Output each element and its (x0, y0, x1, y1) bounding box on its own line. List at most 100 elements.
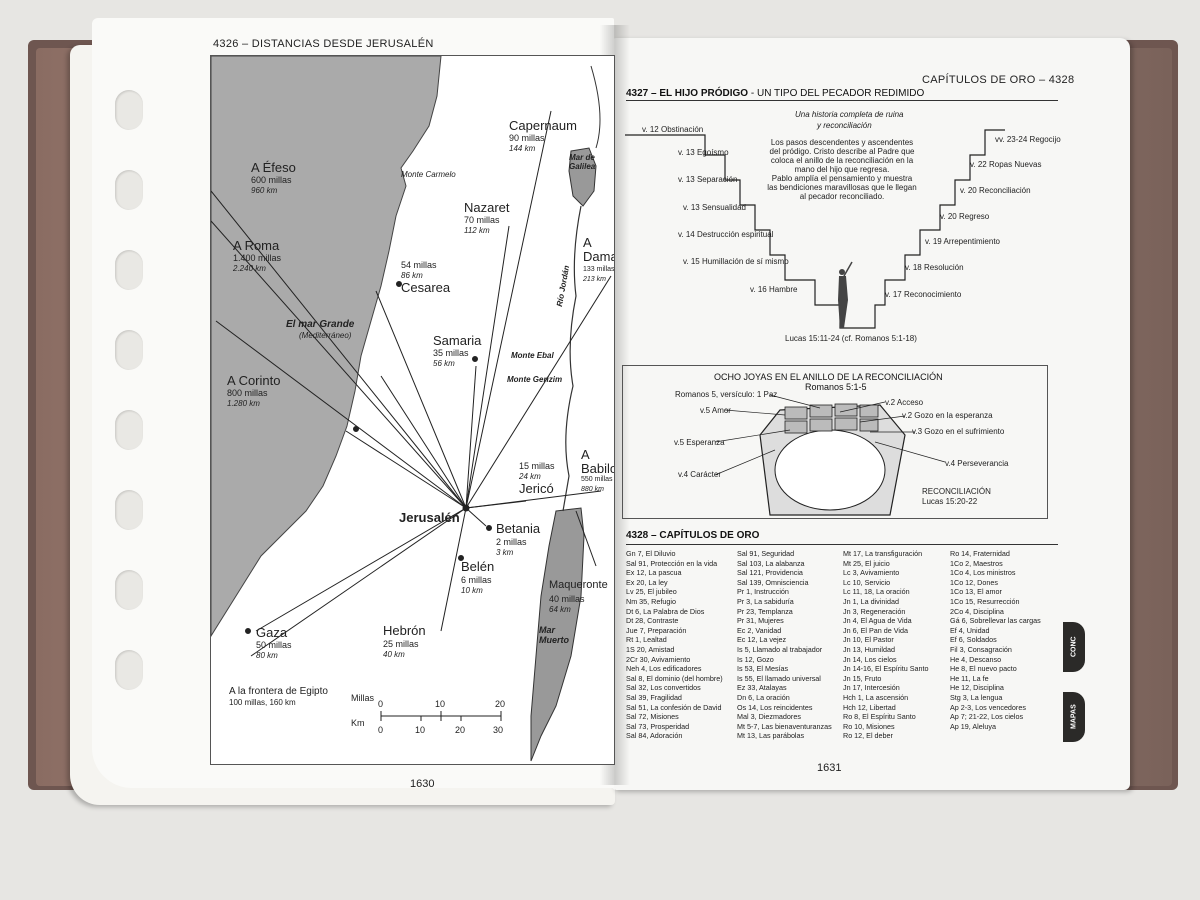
prodigal-desc-line: Los pasos descendentes y ascendentes (770, 138, 914, 147)
thumb-index-tab[interactable] (115, 490, 143, 530)
scale-tick: 20 (455, 725, 466, 735)
prodigal-staircase (625, 129, 1005, 329)
city-jerusalen: Jerusalén (399, 510, 460, 525)
thumb-index-tab[interactable] (115, 650, 143, 690)
scale-tick: 10 (435, 699, 446, 709)
golden-chapter-entry: Gn 7, El Diluvio (626, 549, 676, 558)
golden-chapter-entry: Sal 139, Omnisciencia (737, 577, 809, 587)
city-gaza-miles: 50 millas (256, 640, 292, 650)
prodigal-desc-line: al pecador reconciliado. (799, 192, 885, 201)
golden-chapter-entry: Sal 91, Seguridad (737, 549, 795, 558)
prodigal-title-rest: - UN TIPO DEL PECADOR REDIMIDO (748, 88, 925, 99)
prodigal-reference: Lucas 15:11-24 (cf. Romanos 5:1-18) (785, 334, 917, 343)
prodigal-desc-line: las bendiciones maravillosas que le lleg… (767, 183, 917, 192)
right-page-header: CAPÍTULOS DE ORO – 4328 (922, 74, 1075, 86)
step-down: v. 13 Egoísmo (678, 148, 729, 157)
golden-chapter-entry: Hch 12, Libertad (843, 702, 896, 712)
city-jerico-miles: 15 millas (519, 461, 555, 471)
thumb-index-tab[interactable] (115, 170, 143, 210)
golden-chapter-entry: 1Co 4, Los ministros (950, 568, 1016, 578)
sea-label: El mar Grande (286, 319, 355, 330)
step-down: v. 12 Obstinación (642, 125, 704, 134)
golden-chapter-entry: 1Co 2, Maestros (950, 558, 1003, 568)
golden-chapter-entry: Pr 3, La sabiduría (737, 596, 794, 606)
golden-chapter-entry: Gá 6, Sobrellevar las cargas (950, 616, 1041, 626)
city-belen: Belén (461, 559, 495, 574)
golden-chapter-entry: He 8, El nuevo pacto (950, 664, 1017, 674)
thumb-index-tab[interactable] (115, 90, 143, 130)
scale-millas-label: Millas (351, 693, 375, 703)
step-up: v. 22 Ropas Nuevas (970, 160, 1042, 169)
golden-chapter-entry: Sal 84, Adoración (626, 731, 683, 741)
step-down: v. 16 Hambre (750, 285, 798, 294)
golden-chapter-entry: Nm 35, Refugio (626, 596, 676, 606)
golden-chapter-entry: Jn 14-16, El Espíritu Santo (843, 664, 929, 674)
jewel-label: v.2 Acceso (885, 398, 924, 407)
golden-chapter-entry: Ro 14, Fraternidad (950, 549, 1010, 558)
golden-chapter-entry: Is 53, El Mesías (737, 664, 789, 674)
city-cesarea: Cesarea (401, 280, 451, 295)
dead-sea-label: Mar Muerto (539, 625, 569, 645)
golden-chapter-entry: Jn 1, La divinidad (843, 596, 899, 606)
prodigal-desc-line: del pródigo. Cristo describe al Padre qu… (769, 147, 915, 156)
golden-chapter-entry: Stg 3, La lengua (950, 692, 1003, 702)
golden-chapter-entry: Hch 1, La ascensión (843, 692, 909, 702)
golden-chapter-entry: Ef 4, Unidad (950, 625, 990, 635)
side-tab-mapas[interactable]: MAPAS (1063, 692, 1085, 742)
city-hebron-miles: 25 millas (383, 639, 419, 649)
golden-chapter-entry: Ez 33, Atalayas (737, 683, 787, 693)
thumb-index-tab[interactable] (115, 330, 143, 370)
golden-chapter-entry: 1Co 15, Resurrección (950, 596, 1020, 606)
golden-chapter-entry: Mt 17, La transfiguración (843, 549, 923, 558)
city-corinto-miles: 800 millas (227, 388, 268, 398)
golden-chapter-entry: Sal 51, La confesión de David (626, 702, 722, 712)
golden-chapter-entry: He 4, Descanso (950, 654, 1002, 664)
city-jerico: Jericó (519, 481, 554, 496)
jewel-label: v.4 Perseverancia (945, 459, 1009, 468)
golden-chapter-entry: Sal 91, Protección en la vida (626, 558, 718, 568)
golden-chapter-entry (950, 731, 1041, 741)
city-samaria-miles: 35 millas (433, 348, 469, 358)
city-efeso-km: 960 km (251, 186, 278, 195)
monte-ebal-label: Monte Ebal (511, 351, 554, 360)
golden-chapter-entry: Sal 103, La alabanza (737, 558, 805, 568)
step-down: v. 15 Humillación de sí mismo (683, 257, 789, 266)
city-maqueronte-km: 64 km (549, 605, 571, 614)
city-efeso: A Éfeso (251, 160, 296, 175)
golden-chapter-entry: 1Co 12, Dones (950, 577, 998, 587)
ring-pointer-lines (714, 394, 946, 476)
jewel-label: v.4 Carácter (678, 470, 721, 479)
thumb-index-tab[interactable] (115, 410, 143, 450)
golden-chapter-entry: Ex 20, La ley (626, 577, 668, 587)
thumb-index-tab[interactable] (115, 250, 143, 290)
scale-tick: 0 (378, 699, 384, 709)
step-up: vv. 23-24 Regocijo (995, 135, 1061, 144)
golden-chapter-entry: Dt 28, Contraste (626, 616, 679, 626)
golden-chapter-entry: Ap 7; 21-22, Los cielos (950, 712, 1024, 722)
city-corinto-km: 1.280 km (227, 399, 260, 408)
golden-chapter-entry: Is 12, Gozo (737, 654, 774, 664)
city-nazaret: Nazaret (464, 200, 510, 215)
golden-chapter-entry: 2Cr 30, Avivamiento (626, 654, 691, 664)
step-down: v. 13 Separación (678, 175, 738, 184)
golden-chapter-entry: Ef 6, Soldados (950, 635, 997, 645)
golden-chapter-entry: Ro 8, El Espíritu Santo (843, 712, 916, 722)
side-tab-conc[interactable]: CONC (1063, 622, 1085, 672)
prodigal-figure (838, 261, 853, 328)
ring-caption: RECONCILIACIÓN (922, 487, 991, 496)
city-babilonia-miles: 550 millas (581, 476, 613, 483)
monte-gerizim-label: Monte Gerizim (507, 375, 563, 384)
city-betania: Betania (496, 521, 541, 536)
city-samaria: Samaria (433, 333, 482, 348)
jewel-label: v.2 Gozo en la esperanza (902, 411, 993, 420)
golden-chapter-entry: Ap 19, Aleluya (950, 721, 996, 731)
golden-chapter-entry: Is 55, El llamado universal (737, 673, 821, 683)
golden-chapter-entry: Sal 72, Misiones (626, 712, 679, 722)
thumb-index-tab[interactable] (115, 570, 143, 610)
step-up: v. 20 Regreso (940, 212, 990, 221)
city-hebron-km: 40 km (383, 650, 405, 659)
